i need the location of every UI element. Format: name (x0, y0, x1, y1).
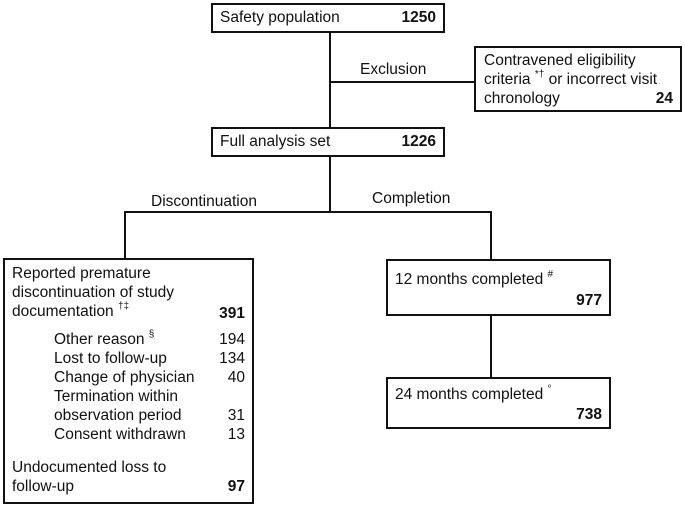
connector-exclusion (330, 81, 474, 83)
twelve-months-count: 977 (576, 292, 602, 309)
twenty-four-months-label: 24 months completed ° (395, 383, 552, 403)
exclusion-line1: Contravened eligibility (484, 52, 636, 69)
full-analysis-set-label: Full analysis set (220, 133, 331, 150)
reason-consent-label: Consent withdrawn (54, 426, 186, 443)
reason-consent-value: 13 (227, 426, 245, 443)
twelve-months-label: 12 months completed # (395, 268, 554, 288)
discontinuation-label: Discontinuation (151, 193, 257, 210)
exclusion-box: Contravened eligibility criteria *† or i… (474, 46, 682, 112)
twenty-four-months-footnote: ° (547, 383, 552, 395)
reason-other-label: Other reason § (54, 328, 155, 348)
completion-label: Completion (372, 190, 451, 207)
full-analysis-set-box: Full analysis set 1226 (211, 127, 445, 157)
reason-lost-label: Lost to follow-up (54, 350, 167, 367)
reason-lost-value: 134 (219, 350, 245, 367)
exclusion-line3: chronology (484, 90, 560, 107)
twelve-months-footnote: # (547, 268, 554, 280)
reason-termination-value: 31 (227, 407, 245, 424)
discontinuation-line3: documentation †‡ (12, 300, 130, 320)
connector-split-horizontal (125, 211, 491, 213)
exclusion-footnote-marks: *† (534, 68, 545, 80)
reason-termination-label: Termination within (54, 388, 179, 405)
reason-physician-value: 40 (227, 369, 245, 386)
reason-physician-label: Change of physician (54, 369, 195, 386)
discontinuation-line2: discontinuation of study (12, 284, 174, 301)
discontinuation-footnote-marks: †‡ (118, 300, 130, 312)
connector-to-discontinuation (124, 211, 126, 259)
twenty-four-months-box: 24 months completed ° 738 (386, 377, 611, 429)
connector-fas-split (329, 155, 331, 212)
reason-other-value: 194 (219, 331, 245, 348)
discontinuation-count: 391 (219, 305, 245, 322)
discontinuation-box: Reported premature discontinuation of st… (3, 258, 254, 504)
connector-to-12months (490, 211, 492, 260)
twenty-four-months-count: 738 (576, 406, 602, 423)
undocumented-line1: Undocumented loss to (12, 459, 167, 476)
undocumented-count: 97 (227, 478, 245, 495)
connector-safety-fas (329, 31, 331, 128)
discontinuation-line1: Reported premature (12, 265, 151, 282)
reason-termination-label2: observation period (54, 407, 182, 424)
reason-other-footnote: § (148, 328, 155, 340)
connector-12-to-24 (490, 315, 492, 378)
exclusion-label: Exclusion (360, 61, 427, 78)
exclusion-line2: criteria *† or incorrect visit (484, 68, 658, 88)
twelve-months-box: 12 months completed # 977 (386, 259, 611, 316)
undocumented-line2: follow-up (12, 478, 75, 495)
safety-population-count: 1250 (401, 9, 436, 26)
safety-population-label: Safety population (220, 9, 340, 26)
exclusion-count: 24 (655, 90, 673, 107)
safety-population-box: Safety population 1250 (211, 3, 445, 33)
full-analysis-set-count: 1226 (401, 133, 436, 150)
